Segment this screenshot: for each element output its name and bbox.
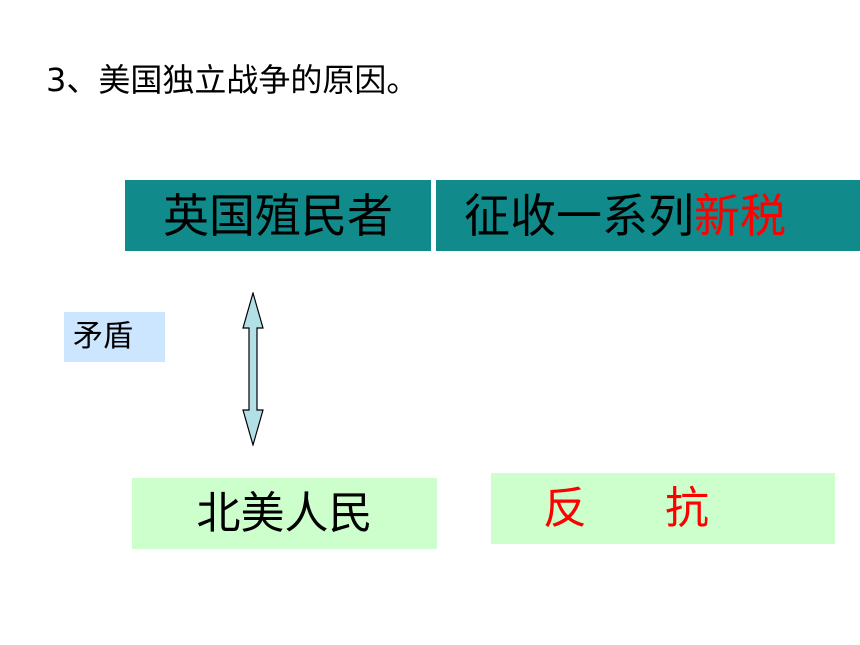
resistance-label-part1: 反	[543, 482, 587, 534]
resistance-box: 反抗	[491, 473, 835, 544]
north-american-people-box: 北美人民	[132, 478, 437, 549]
new-taxes-box: 征收一系列新税	[436, 180, 860, 251]
resistance-label-part2: 抗	[665, 482, 709, 534]
new-taxes-prefix: 征收一系列	[464, 188, 694, 243]
british-colonists-label: 英国殖民者	[163, 188, 393, 243]
slide-heading: 3、美国独立战争的原因。	[46, 61, 419, 99]
conflict-label-box: 矛盾	[64, 312, 165, 362]
new-taxes-highlight: 新税	[694, 188, 786, 243]
british-colonists-box: 英国殖民者	[125, 180, 431, 251]
double-arrow-icon	[242, 292, 264, 446]
north-american-people-label: 北美人民	[196, 487, 373, 539]
conflict-label: 矛盾	[73, 319, 133, 354]
